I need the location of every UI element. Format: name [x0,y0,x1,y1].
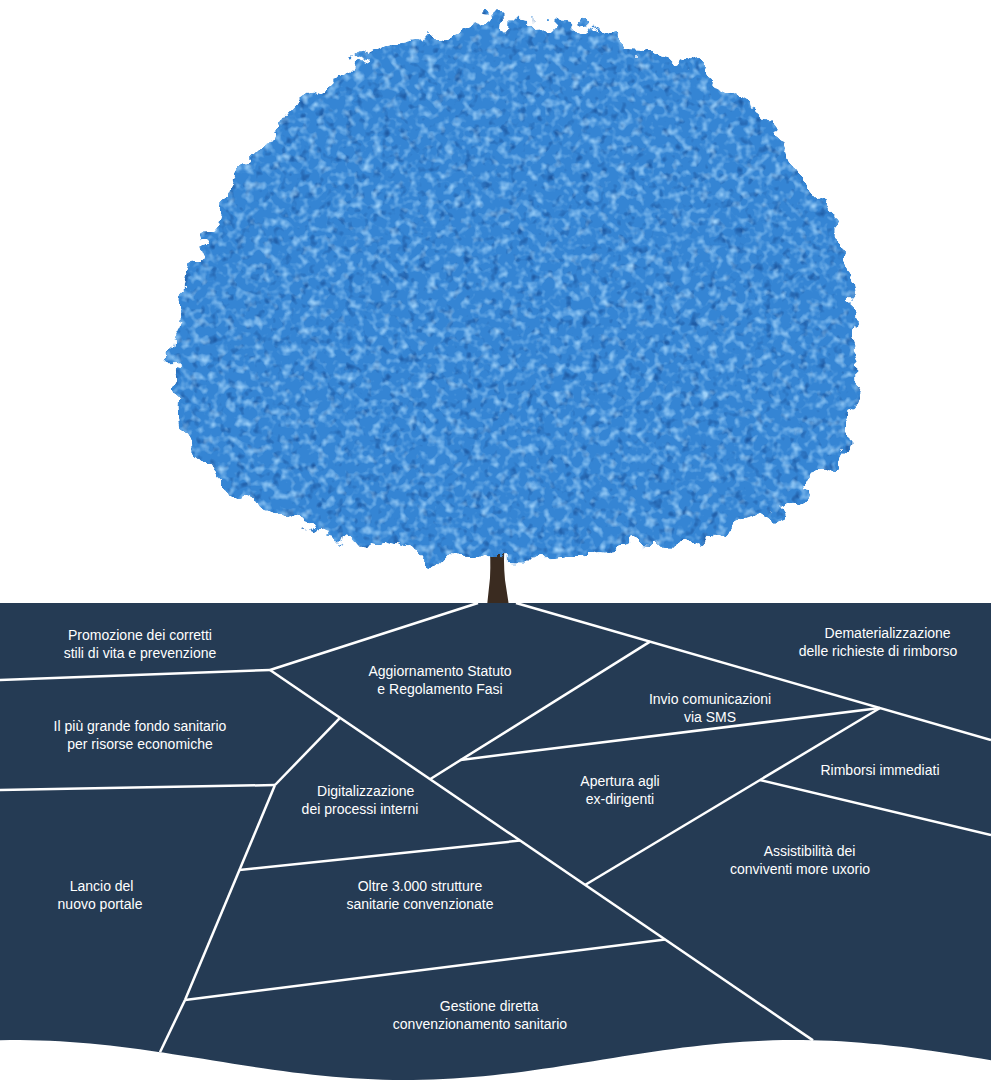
ground-fill [0,603,991,1034]
cell-label: Promozione dei corretti stili di vita e … [62,626,218,662]
cell-label: Oltre 3.000 strutture sanitarie convenzi… [345,877,496,913]
cell-polygon [516,603,991,740]
cell-label: Gestione diretta convenzionamento sanita… [391,997,569,1033]
cell-label: Aggiornamento Statuto e Regolamento Fasi [367,662,514,698]
cell-label: Lancio del nuovo portale [56,877,144,913]
text-cell: Il più grande fondo sanitario per risors… [0,670,340,790]
cell-polygon [270,603,650,779]
cell-label: Dematerializzazione delle richieste di r… [797,624,959,660]
cell-label: Rimborsi immediati [820,761,939,779]
divider-line [275,718,340,785]
divider-line [585,708,880,885]
tree-trunk [487,540,509,606]
divider-line [239,841,520,870]
divider-group [0,603,991,1052]
cell-polygon [0,785,275,1052]
divider-line [461,708,881,760]
cell-polygon [185,841,665,1000]
tree-canopy [172,20,862,559]
cell-label: Il più grande fondo sanitario per risors… [52,717,228,753]
text-cell: Oltre 3.000 strutture sanitarie convenzi… [185,841,665,1000]
cell-label: Digitalizzazione dei processi interni [300,782,420,818]
text-cell: Rimborsi immediati [760,708,991,835]
divider-line [516,603,991,740]
divider-line [0,670,270,680]
divider-line [430,642,650,780]
cell-label: Apertura agli ex-dirigenti [579,772,662,808]
text-cell: Gestione diretta convenzionamento sanita… [160,940,813,1080]
divider-line [760,780,991,835]
text-cell: Digitalizzazione dei processi interni [239,718,520,870]
cell-polygon [239,718,520,870]
text-cell: Invio comunicazioni via SMS [461,642,881,760]
cell-polygon [585,780,991,1060]
divider-line [270,603,478,670]
cell-label: Invio comunicazioni via SMS [647,690,773,726]
text-cell: Dematerializzazione delle richieste di r… [516,603,991,740]
cell-polygon [760,708,991,835]
text-cell: Aggiornamento Statuto e Regolamento Fasi [270,603,650,779]
divider-line [0,785,275,790]
cell-polygon [430,708,880,885]
divider-line [185,785,275,1000]
divider-line [270,670,813,1040]
cell-polygon [160,940,813,1080]
text-cell: Assistibilità dei conviventi more uxorio [585,780,991,1060]
divider-line [185,940,665,1000]
cell-polygon [0,670,340,790]
cell-polygon [461,642,881,760]
text-cell: Lancio del nuovo portale [0,785,275,1052]
cell-label: Assistibilità dei conviventi more uxorio [728,842,872,878]
divider-line [160,1000,185,1052]
